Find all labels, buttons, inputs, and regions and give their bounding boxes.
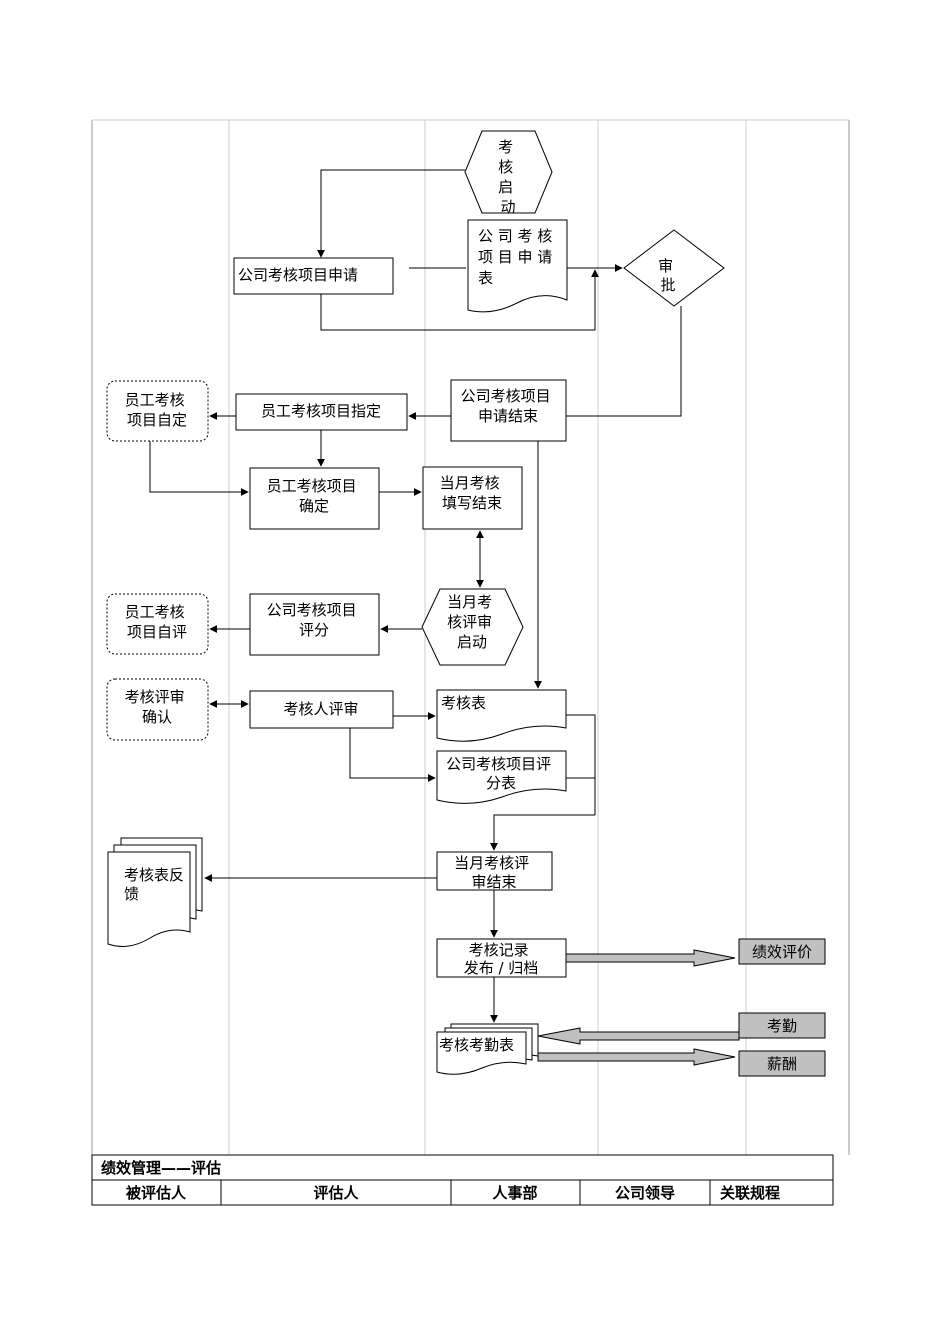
arrow-reviewer-to-scoretable <box>349 728 436 782</box>
arrow-selfset-to-confirm <box>149 441 249 496</box>
emp-self-set-box <box>106 380 209 442</box>
emp-self-set-label: 员工考核 项目自定 <box>125 391 190 429</box>
eval-table-doc <box>436 689 567 742</box>
attendance-box <box>738 1012 826 1039</box>
month-fill-end-label: 当月考核 填写结束 <box>440 474 505 512</box>
emp-assign-box <box>235 393 408 431</box>
review-confirm-box <box>106 678 209 741</box>
lane-header-hr: 人事部 <box>492 1184 537 1202</box>
block-arrow-table-to-salary <box>537 1048 736 1066</box>
arrow-start-to-apply <box>317 169 465 258</box>
review-confirm-label: 考核评审 确认 <box>125 688 190 726</box>
attendance-table-multidoc <box>436 1023 539 1075</box>
feedback-label: 考核表反 馈 <box>124 866 189 903</box>
attendance-label: 考勤 <box>767 1017 797 1035</box>
connectors <box>149 169 682 1023</box>
company-score-label: 公司考核项目 评分 <box>267 601 362 639</box>
line-evaltable-merge <box>566 714 596 815</box>
score-table-doc <box>436 750 567 804</box>
arrow-merge-to-reviewend <box>490 814 595 851</box>
feedback-multidoc <box>107 837 203 947</box>
company-apply-box <box>233 257 394 295</box>
apply-end-box <box>450 379 567 442</box>
reviewer-label: 考核人评审 <box>283 700 358 718</box>
score-table-label: 公司考核项目评 分表 <box>446 755 556 792</box>
review-end-label: 当月考核评 审结束 <box>454 854 534 891</box>
block-arrow-record-to-perf <box>565 949 736 967</box>
swimlane-frame <box>91 119 850 1155</box>
review-start-hexagon <box>421 588 524 666</box>
emp-confirm-box <box>249 467 380 530</box>
apply-form-doc <box>467 219 568 313</box>
perf-eval-box <box>738 938 826 965</box>
emp-self-eval-label: 员工考核 项目自评 <box>125 603 190 641</box>
approve-label: 审 批 <box>658 257 678 294</box>
month-fill-end-box <box>422 466 523 530</box>
footer-table <box>91 1154 834 1206</box>
line-approve-to-end <box>566 306 682 417</box>
apply-form-label: 公 司 考 核 项 目 申 请 表 <box>478 227 557 287</box>
arrow-apply-loop <box>320 269 599 331</box>
eval-table-label: 考核表 <box>441 694 486 712</box>
start-hexagon <box>464 130 553 214</box>
salary-label: 薪酬 <box>767 1055 797 1073</box>
lane-header-related: 关联规程 <box>720 1184 780 1202</box>
start-label: 考 核 启 动 <box>498 138 518 216</box>
record-label: 考核记录 发布 / 归档 <box>464 941 539 977</box>
apply-end-label: 公司考核项目 申请结束 <box>461 387 556 425</box>
block-arrow-attendance-to-table <box>537 1027 740 1045</box>
attendance-table-label: 考核考勤表 <box>439 1036 514 1054</box>
emp-self-eval-box <box>106 593 209 655</box>
lane-header-leadership: 公司领导 <box>615 1184 675 1202</box>
emp-assign-label: 员工考核项目指定 <box>261 402 381 420</box>
approve-diamond <box>623 229 725 307</box>
salary-box <box>738 1050 826 1077</box>
record-box <box>436 938 567 978</box>
company-apply-label: 公司考核项目申请 <box>238 266 358 284</box>
reviewer-box <box>249 690 394 729</box>
emp-confirm-label: 员工考核项目 确定 <box>267 477 362 515</box>
company-score-box <box>249 593 380 656</box>
review-start-label: 当月考 核评审 启动 <box>447 593 497 651</box>
footer-title: 绩效管理——评估 <box>101 1159 221 1177</box>
lane-header-appraisee: 被评估人 <box>126 1184 187 1202</box>
review-end-box <box>436 851 553 891</box>
perf-eval-label: 绩效评价 <box>752 943 812 961</box>
lane-header-appraiser: 评估人 <box>313 1184 359 1202</box>
